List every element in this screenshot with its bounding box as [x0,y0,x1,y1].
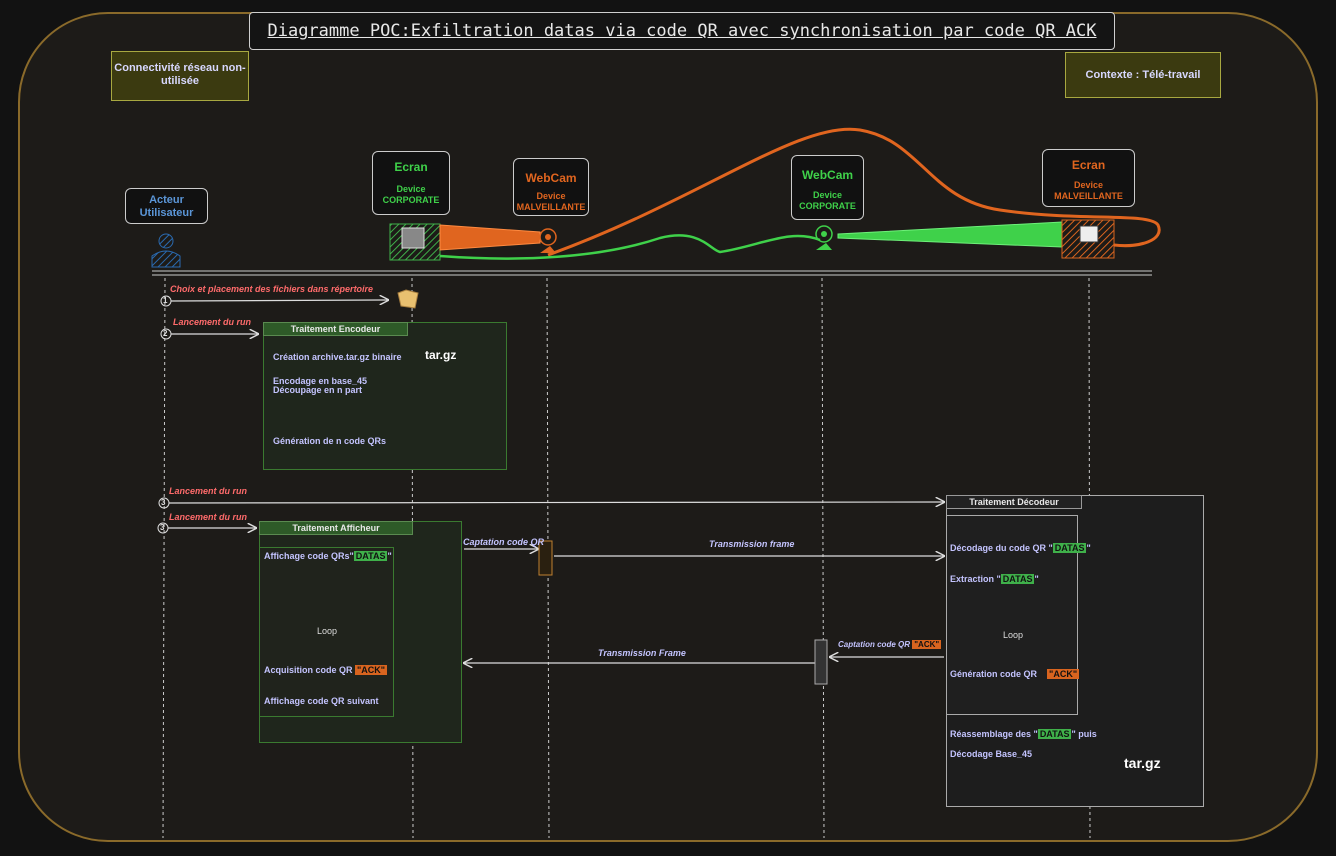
decoder-line-5: Décodage Base_45 [950,749,1033,759]
step-3a: 3 [161,498,166,507]
msg-captation-1: Captation code QR [463,537,545,547]
orange-curve [547,127,1161,257]
step-2: 2 [163,329,168,338]
webcam1-icon [539,228,557,253]
display-line-3: Affichage code QR suivant [264,696,379,706]
encoder-header: Traitement Encodeur [263,322,408,336]
ecran1-label: Device [396,184,426,194]
green-curve [439,234,821,260]
encoder-line-4: Génération de n code QRs [273,436,387,446]
note-connectivity-text: Connectivité réseau non-utilisée [114,62,246,87]
display-header: Traitement Afficheur [259,521,413,535]
msg-lancement-run-3: Lancement du run [169,512,248,522]
msg-lancement-run-1: Lancement du run [173,317,252,327]
decoder-archive-label: tar.gz [1124,755,1161,771]
folder-icon [397,289,419,309]
decoder-line-2: Extraction "DATAS" [950,574,1039,584]
msg-captation-2: Captation code QR "ACK" [838,640,942,649]
msg-choix-fichiers: Choix et placement des fichiers dans rép… [170,284,374,294]
actor-user-label: Acteur Utilisateur [139,194,194,219]
ecran1-title: Ecran [394,160,428,174]
orange-beam [439,224,541,251]
decoder-line-1: Décodage du code QR "DATAS" [950,543,1091,553]
webcam1-owner: MALVEILLANTE [516,202,586,212]
encoder-line-3: Découpage en n part [273,385,363,395]
msg-transmission-2: Transmission Frame [598,648,686,658]
encoder-box [263,322,507,470]
webcam2-title: WebCam [801,168,854,182]
decoder-line-4: Réassemblage des "DATAS" puis [950,729,1097,739]
ecran2-owner: MALVEILLANTE [1054,191,1123,201]
step-3b: 3 [160,523,165,532]
encoder-archive-label: tar.gz [425,348,457,362]
actor-user: Acteur Utilisateur [125,188,208,224]
step-1: 1 [163,296,168,305]
display-line-2: Acquisition code QR "ACK" [264,665,388,675]
decoder-header: Traitement Décodeur [946,495,1082,509]
msg-transmission-1: Transmission frame [709,539,795,549]
actor-webcam-malveillante: WebCam Device MALVEILLANTE [513,158,589,216]
decoder-loop-label: Loop [1003,630,1024,640]
green-beam [837,221,1063,248]
screen2-icon [1061,219,1115,259]
diagram-title: Diagramme POC:Exfiltration datas via cod… [249,12,1115,50]
webcam2-label: Device [812,190,843,200]
webcam1-label: Device [536,191,566,201]
ecran2-label: Device [1073,180,1104,190]
actor-webcam-corporate: WebCam Device CORPORATE [791,155,864,220]
screen1-icon [389,223,441,261]
msg-lancement-run-2: Lancement du run [169,486,248,496]
webcam1-title: WebCam [525,171,577,185]
note-context: Contexte : Télé-travail [1065,52,1221,98]
encoder-line-2: Encodage en base_45 [273,376,368,386]
webcam2-owner: CORPORATE [799,201,856,211]
webcam2-icon [815,225,833,250]
actor-ecran-malveillant: Ecran Device MALVEILLANTE [1042,149,1135,207]
note-context-text: Contexte : Télé-travail [1085,69,1201,81]
actor-ecran-corporate: Ecran Device CORPORATE [372,151,450,215]
display-line-1: Affichage code QRs"DATAS" [264,551,392,561]
ecran2-title: Ecran [1071,158,1106,172]
display-loop-label: Loop [317,626,338,636]
ecran1-owner: CORPORATE [382,195,440,205]
decoder-line-3: Génération code QR "ACK" [950,669,1080,679]
note-connectivity: Connectivité réseau non-utilisée [111,51,249,101]
encoder-line-1: Création archive.tar.gz binaire [273,352,402,362]
display-inner-box [259,547,394,717]
user-icon [151,233,181,268]
